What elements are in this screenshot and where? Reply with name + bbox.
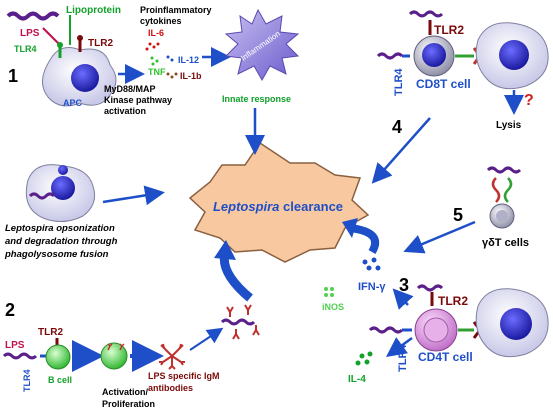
lysis-question-icon: ? bbox=[524, 92, 534, 109]
gdt-label: γδT cells bbox=[482, 237, 529, 249]
igm-to-clearance-curve bbox=[219, 251, 253, 302]
opsonization-line1: Leptospira opsonization bbox=[5, 223, 115, 234]
bound-antibodies-icon bbox=[226, 304, 260, 340]
activated-bcell-cell bbox=[100, 342, 128, 370]
opsonized-spirochete-icon bbox=[220, 318, 256, 326]
bcell-spirochete-icon bbox=[2, 352, 38, 360]
clearance-rest: clearance bbox=[279, 199, 343, 214]
myd88-line3: activation bbox=[104, 106, 146, 116]
ifn-to-clearance-arrowhead bbox=[342, 218, 358, 238]
apc-tlr4-label: TLR4 bbox=[14, 44, 37, 54]
il12-dots bbox=[166, 55, 174, 62]
lipoprotein-spirochete-icon bbox=[6, 11, 60, 21]
macrophage-spirochete-icon bbox=[28, 192, 56, 200]
myd88-line2: Kinase pathway bbox=[104, 95, 172, 105]
il12-label: IL-12 bbox=[178, 55, 199, 65]
inos-dots bbox=[324, 287, 334, 297]
bcell-label: B cell bbox=[48, 375, 72, 385]
cd8-tlr4-spirochete-icon bbox=[376, 52, 404, 60]
step-4-number: 4 bbox=[392, 117, 402, 137]
cd4-to-ifn-arrow bbox=[392, 288, 414, 310]
lps-label: LPS bbox=[20, 28, 40, 39]
ifn-label: IFN-γ bbox=[358, 281, 386, 293]
step-2-number: 2 bbox=[5, 300, 15, 320]
bcell-tlr2-label: TLR2 bbox=[38, 327, 63, 338]
myd88-line1: MyD88/MAP bbox=[104, 84, 156, 94]
opsonization-line2: and degradation through bbox=[5, 236, 118, 247]
gdt-nucleus bbox=[496, 210, 508, 222]
il1b-dots bbox=[166, 72, 178, 79]
il4-dots bbox=[355, 351, 373, 366]
cd8-to-clearance-arrow bbox=[371, 117, 431, 184]
cd4-target-nucleus bbox=[500, 308, 532, 340]
inos-label: iNOS bbox=[322, 302, 344, 312]
activation-line1: Activation/ bbox=[102, 387, 149, 397]
il6-dots bbox=[145, 42, 160, 51]
activation-line2: Proliferation bbox=[102, 399, 155, 409]
igm-to-spirochete-arrow bbox=[189, 327, 224, 351]
bcell-cell bbox=[45, 344, 71, 370]
tnf-label: TNF bbox=[148, 67, 166, 77]
tnf-dots bbox=[150, 56, 159, 66]
gdt-spirochete-icon bbox=[486, 166, 522, 174]
apc-tlr2-head bbox=[77, 35, 83, 41]
cd8-spirochete-icon bbox=[408, 10, 444, 18]
clearance-star bbox=[188, 141, 370, 263]
igm-to-clearance-arrowhead bbox=[214, 240, 236, 260]
cd4-label: CD4T cell bbox=[418, 350, 473, 364]
ifn-to-clearance-curve bbox=[349, 224, 380, 255]
innate-response-label: Innate response bbox=[222, 94, 291, 104]
bcell-tlr4-label: TLR4 bbox=[22, 370, 32, 393]
clearance-label: Leptospira clearance bbox=[213, 199, 343, 214]
cd4-nucleus bbox=[423, 317, 449, 343]
apc-tlr2-label: TLR2 bbox=[88, 38, 113, 49]
inflammation-burst-icon bbox=[224, 8, 300, 82]
lysis-label: Lysis bbox=[496, 120, 522, 131]
cd8-tlr2-label: TLR2 bbox=[434, 23, 464, 37]
cd4-spirochete-icon bbox=[416, 284, 444, 292]
igm-line1: LPS specific IgM bbox=[148, 371, 220, 381]
il6-label: IL-6 bbox=[148, 28, 164, 38]
bcell-lps-label: LPS bbox=[5, 340, 25, 351]
cd4-tlr2-label: TLR2 bbox=[438, 294, 468, 308]
apc-tlr4-head bbox=[57, 42, 63, 48]
gdt-receptor-icon bbox=[491, 177, 513, 203]
apc-label: APC bbox=[63, 98, 83, 108]
igm-line2: antibodies bbox=[148, 383, 193, 393]
apc-nucleus bbox=[71, 64, 99, 92]
proinflammatory-line1: Proinflammatory bbox=[140, 5, 212, 15]
il4-label: IL-4 bbox=[348, 374, 366, 385]
cd8-nucleus bbox=[422, 43, 446, 67]
clearance-italic: Leptospira bbox=[213, 199, 279, 214]
activated-bcell-antibodies-icon bbox=[107, 343, 125, 351]
opsonization-line3: phagolysosome fusion bbox=[4, 249, 109, 260]
lipoprotein-label: Lipoprotein bbox=[66, 5, 121, 16]
cd4-tlr4-spirochete-icon bbox=[368, 326, 404, 334]
lps-line bbox=[42, 27, 61, 46]
cd8-tlr4-label: TLR4 bbox=[393, 68, 405, 96]
igm-pentamer-icon bbox=[159, 343, 185, 370]
step-3-number: 3 bbox=[399, 275, 409, 295]
step-1-number: 1 bbox=[8, 66, 18, 86]
step-5-number: 5 bbox=[453, 205, 463, 225]
macrophage-nucleus bbox=[51, 176, 75, 200]
opsonization-to-clearance-arrow bbox=[102, 185, 165, 206]
cd8-label: CD8T cell bbox=[416, 77, 471, 91]
il1b-label: IL-1b bbox=[180, 71, 202, 81]
proinflammatory-line2: cytokines bbox=[140, 16, 182, 26]
ifn-dots bbox=[362, 257, 381, 271]
macrophage-vesicle bbox=[58, 165, 68, 175]
cd8-target-nucleus bbox=[499, 40, 529, 70]
cd4-to-il4-arrow bbox=[385, 336, 413, 357]
gdt-to-ifn-arrow bbox=[403, 220, 476, 254]
